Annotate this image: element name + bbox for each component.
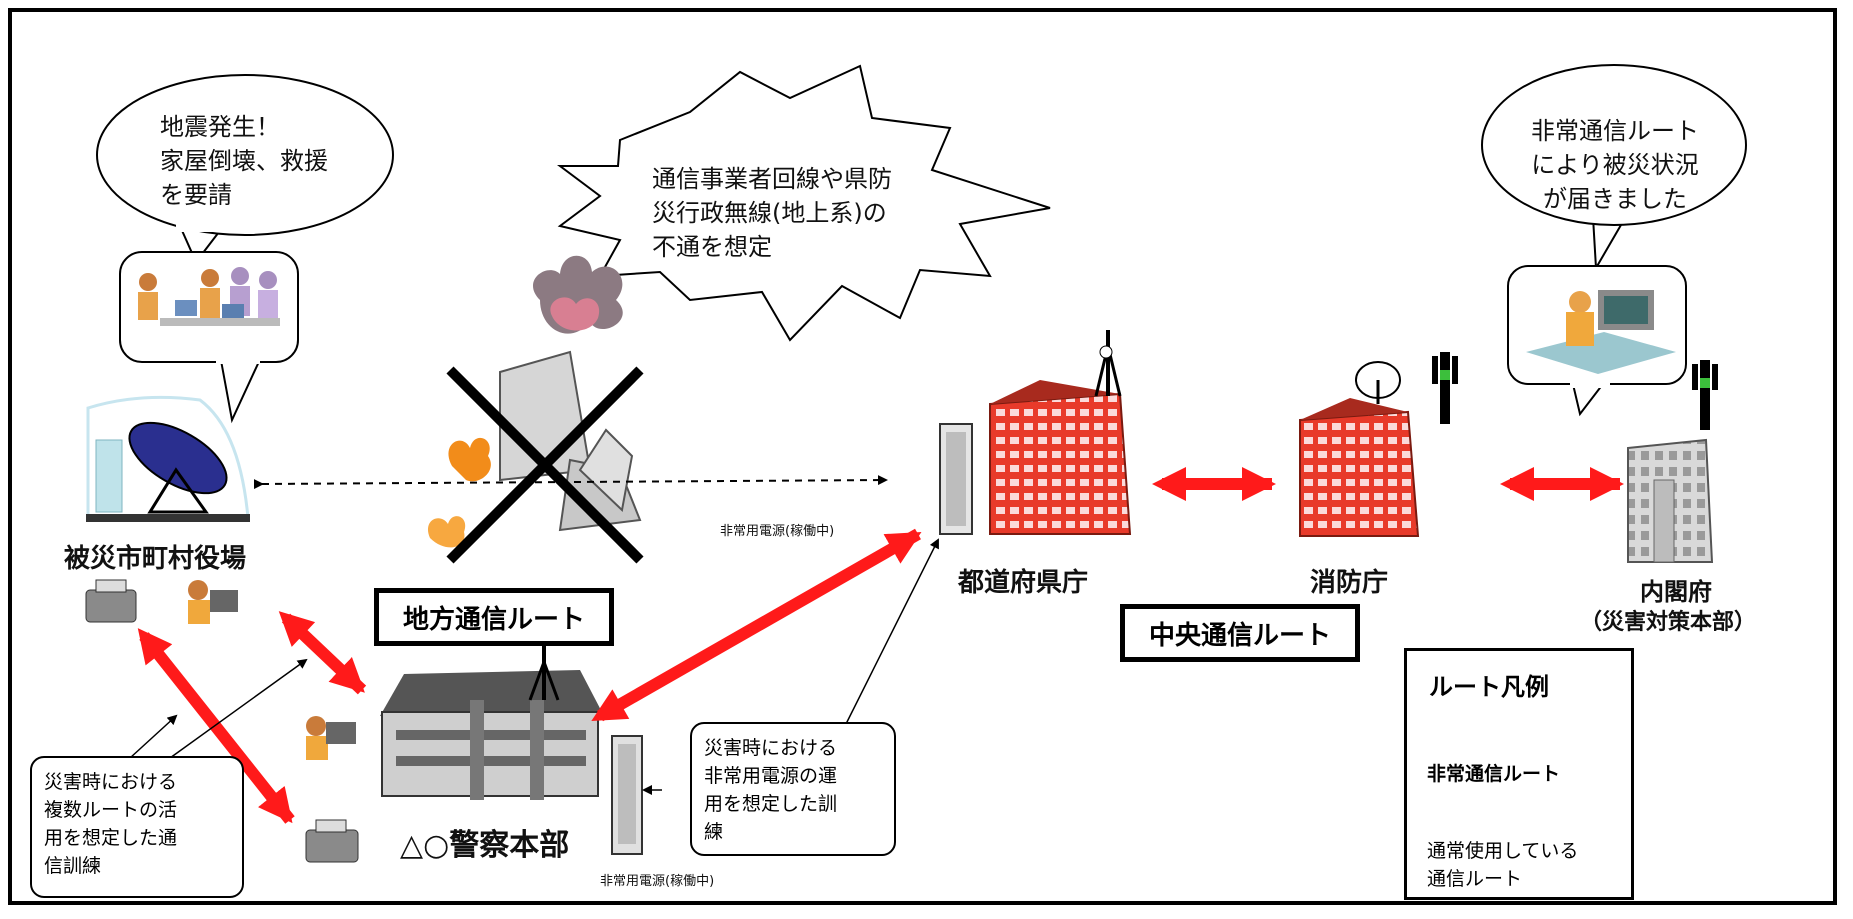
prefectural-office-illustration	[939, 330, 1132, 535]
collapsed-building-illustration	[427, 255, 644, 564]
outage-explosion-bubble	[557, 64, 1051, 342]
note-pointer-lines	[129, 538, 939, 795]
cabinet-line-1: 非常通信ルート	[1531, 117, 1699, 145]
local-route-box: 地方通信ルート	[374, 588, 614, 646]
outage-bubble-text: 通信事業者回線や県防 災行政無線(地上系)の 不通を想定	[652, 162, 892, 264]
emergency-route-municipal-fax-to-police-fax	[137, 628, 295, 824]
outer-frame	[8, 8, 1837, 905]
police-hq-label: △○警察本部	[400, 828, 570, 863]
normal-route-line	[253, 475, 888, 490]
power-drill-note: 災害時における 非常用電源の運 用を想定した訓 練	[690, 722, 896, 856]
multi-route-line-4: 信訓練	[44, 855, 102, 877]
emergency-route-police-to-prefecture	[591, 528, 922, 722]
power-drill-line-1: 災害時における	[704, 737, 838, 759]
route-legend: ルート凡例 非常通信ルート 通常使用している 通信ルート	[1404, 648, 1634, 900]
cabinet-bubble-text: 非常通信ルート により被災状況 が届きました	[1520, 114, 1710, 216]
earthquake-line-2: 家屋倒壊、救援	[160, 147, 328, 175]
multi-route-drill-note: 災害時における 複数ルートの活 用を想定した通 信訓練	[30, 756, 244, 898]
emergency-route-municipal-to-police	[278, 611, 367, 695]
power-drill-line-2: 非常用電源の運	[704, 765, 838, 787]
earthquake-bubble-text: 地震発生！ 家屋倒壊、救援 を要請	[160, 110, 328, 212]
earthquake-speech-bubble	[96, 74, 394, 264]
multi-route-line-1: 災害時における	[44, 771, 178, 793]
municipal-fax-icon	[85, 579, 137, 623]
multi-route-line-2: 複数ルートの活	[44, 799, 178, 821]
cabinet-office-illustration	[1627, 360, 1718, 563]
outage-line-3: 不通を想定	[652, 233, 772, 261]
legend-normal-line-1: 通常使用している	[1427, 840, 1579, 862]
multi-route-line-3: 用を想定した通	[44, 827, 178, 849]
police-power-label: 非常用電源(稼働中)	[600, 874, 715, 889]
police-operator-icon	[306, 716, 356, 760]
fire-agency-illustration	[1299, 352, 1458, 537]
municipal-operator-icon	[188, 580, 238, 624]
legend-normal-label: 通常使用している 通信ルート	[1427, 837, 1578, 893]
prefecture-label: 都道府県庁	[958, 568, 1089, 598]
police-fax-icon	[305, 819, 359, 863]
power-drill-line-4: 練	[704, 821, 724, 843]
earthquake-line-3: を要請	[160, 181, 232, 209]
cabinet-operator-illustration	[1507, 265, 1687, 417]
cabinet-office-sublabel: （災害対策本部）	[1580, 610, 1757, 635]
central-route-box: 中央通信ルート	[1120, 604, 1360, 662]
police-hq-illustration	[380, 640, 643, 855]
fire-agency-label: 消防庁	[1310, 568, 1389, 598]
power-drill-line-3: 用を想定した訓	[704, 793, 838, 815]
legend-title: ルート凡例	[1429, 673, 1549, 701]
municipal-office-illustration	[86, 395, 250, 522]
cabinet-office-label: 内閣府	[1640, 578, 1712, 606]
cabinet-line-2: により被災状況	[1531, 151, 1699, 179]
outage-line-1: 通信事業者回線や県防	[652, 165, 892, 193]
cabinet-line-3: が届きました	[1543, 185, 1687, 213]
not-available-cross-line-2	[446, 366, 644, 564]
office-workers-illustration	[119, 251, 299, 424]
municipality-label: 被災市町村役場	[64, 544, 247, 574]
legend-emergency-label: 非常通信ルート	[1427, 763, 1561, 785]
cabinet-speech-bubble	[1481, 64, 1747, 272]
outage-line-2: 災行政無線(地上系)の	[652, 199, 887, 227]
legend-normal-line-2: 通信ルート	[1427, 868, 1523, 890]
prefecture-power-label: 非常用電源(稼働中)	[720, 524, 835, 539]
earthquake-line-1: 地震発生！	[160, 113, 280, 141]
